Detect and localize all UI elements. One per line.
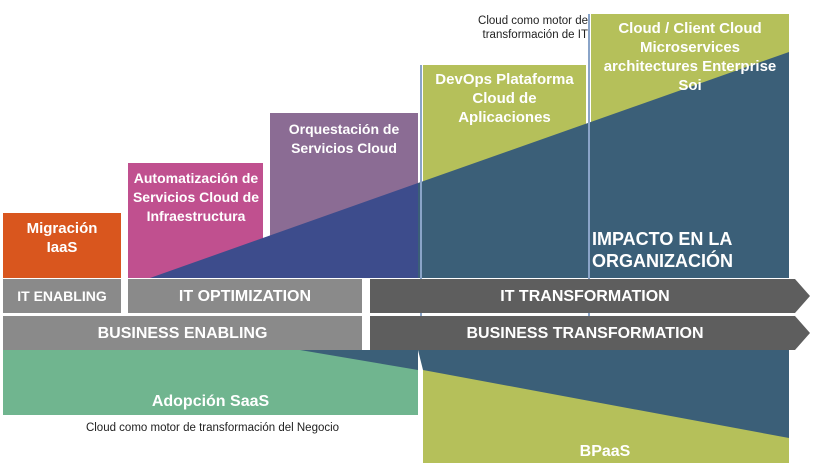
- bottom-wedge-right: [418, 350, 789, 438]
- automatizacion-label: Automatización de Servicios Cloud de Inf…: [132, 170, 260, 224]
- migracion-label: Migración IaaS: [26, 220, 98, 256]
- impact-wedge-right: [418, 52, 789, 278]
- it-optimization-bar: IT OPTIMIZATION: [128, 279, 362, 313]
- business-transformation-arrow: [370, 316, 810, 350]
- saas-label: Adopción SaaS: [151, 392, 270, 410]
- caption-business: Cloud como motor de transformación del N…: [85, 422, 340, 434]
- bpaas-label: BPaaS: [579, 442, 631, 460]
- it-transformation-label: IT TRANSFORMATION: [500, 287, 670, 305]
- devops-label: DevOps Plataforma Cloud de Aplicaciones: [435, 71, 574, 126]
- cloud-client-label: Cloud / Client Cloud Microservices archi…: [603, 20, 777, 94]
- migracion-box: [3, 213, 121, 278]
- impact-wedge-left: [150, 183, 418, 278]
- it-enabling-bar: IT ENABLING: [3, 279, 121, 313]
- it-transformation-arrow: [370, 279, 810, 313]
- orquestacion-label: Orquestación de Servicios Cloud: [288, 121, 400, 156]
- impact-label: IMPACTO EN LA ORGANIZACIÓN: [592, 229, 733, 271]
- business-transformation-label: BUSINESS TRANSFORMATION: [466, 324, 704, 342]
- business-enabling-bar: BUSINESS ENABLING: [3, 316, 362, 350]
- bottom-wedge-left: [300, 350, 418, 370]
- saas-area: [3, 350, 418, 415]
- caption-it: Cloud como motor de transformación de IT: [478, 15, 588, 41]
